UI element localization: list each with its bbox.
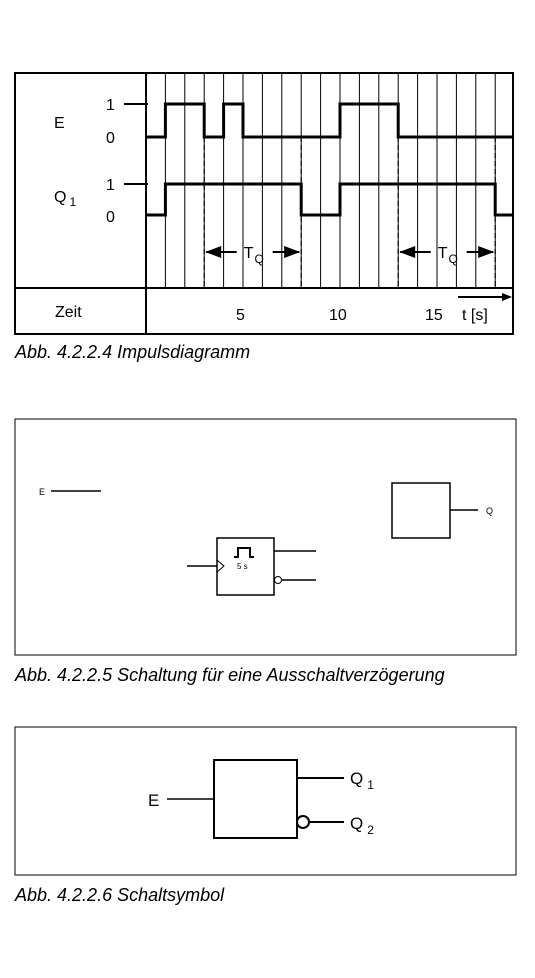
timing-frame	[14, 72, 514, 335]
circuit-output-q-label: Q	[486, 506, 493, 516]
signal-q1-waveform	[146, 182, 513, 217]
symbol-box	[213, 759, 298, 839]
tq-arrow-head-left	[205, 246, 222, 258]
circuit-frame	[14, 418, 517, 656]
signal-q1-level-high: 1	[106, 177, 115, 194]
time-axis-unit: t [s]	[462, 307, 488, 324]
circuit-input-e-label: E	[39, 487, 45, 497]
tq-label: TQ	[244, 245, 264, 266]
symbol-inverted-output-bubble	[296, 815, 310, 829]
symbol-input-e-label: E	[148, 791, 159, 810]
time-tick-15: 15	[425, 307, 443, 324]
tq-arrow-head-left	[399, 246, 416, 258]
symbol-frame	[14, 726, 517, 876]
timer-inverted-output-bubble	[274, 576, 282, 584]
signal-q1-level-low: 0	[106, 209, 115, 226]
tq-label: TQ	[438, 245, 458, 266]
signal-e-waveform	[146, 102, 513, 139]
pulse-icon	[234, 547, 254, 558]
timer-clock-triangle	[216, 559, 225, 573]
signal-e-level-high: 1	[106, 97, 115, 114]
timing-caption: Abb. 4.2.2.4 Impulsdiagramm	[14, 342, 250, 362]
tq-markers: TQ TQ	[205, 245, 495, 266]
time-tick-10: 10	[329, 307, 347, 324]
timer-duration-label: 5 s	[237, 562, 248, 571]
symbol-caption: Abb. 4.2.2.6 Schaltsymbol	[14, 885, 225, 905]
time-row-label: Zeit	[55, 304, 82, 321]
signal-e-label: E	[54, 115, 65, 132]
circuit-output-box	[391, 482, 451, 539]
tq-arrow-head-right	[478, 246, 495, 258]
circuit-figure: E Q 5 s Abb. 4.2.2.5 Schaltung für eine …	[14, 418, 517, 685]
circuit-caption: Abb. 4.2.2.5 Schaltung für eine Ausschal…	[14, 665, 445, 685]
tq-arrow-head-right	[284, 246, 301, 258]
signal-e-level-low: 0	[106, 130, 115, 147]
timer-block: 5 s	[187, 537, 316, 596]
time-tick-5: 5	[236, 307, 245, 324]
time-axis-arrow-head	[502, 293, 512, 301]
